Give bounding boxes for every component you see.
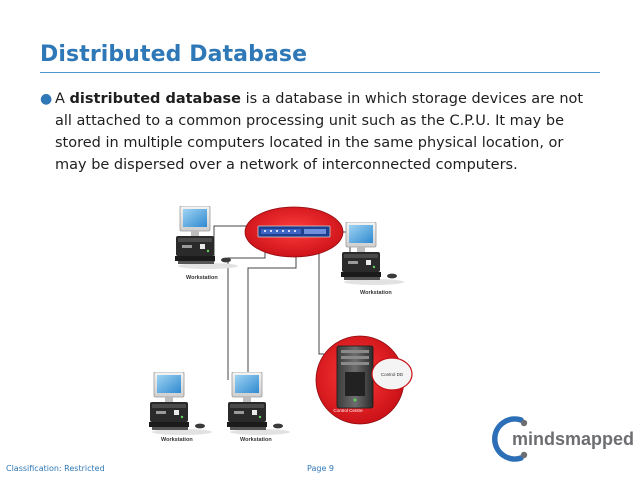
computer-icon — [174, 206, 239, 270]
central-server: Control DD Control Centre — [315, 335, 413, 425]
logo-dot-icon — [520, 451, 528, 459]
workstation-top-left: Workstation — [174, 206, 239, 281]
bullet-item: ● A distributed database is a database i… — [40, 88, 596, 176]
computer-icon — [226, 372, 291, 436]
bullet-bold-term: distributed database — [69, 91, 241, 107]
workstation-label: Workstation — [360, 290, 392, 296]
footer-classification: Classification: Restricted — [6, 464, 105, 473]
title-divider — [40, 72, 600, 73]
computer-icon — [148, 372, 213, 436]
workstation-bottom-middle: Workstation — [226, 372, 291, 443]
logo-text: mindsmapped — [512, 429, 634, 449]
server-label: Control DD — [381, 372, 404, 377]
slide-title: Distributed Database — [40, 42, 308, 67]
bullet-rest: is a database in which storage devices a… — [55, 91, 584, 173]
logo-arc-icon — [492, 416, 524, 462]
workstation-label: Workstation — [186, 275, 218, 281]
network-hub — [244, 206, 344, 258]
workstation-bottom-left: Workstation — [148, 372, 213, 443]
mindsmapped-logo: mindsmapped — [492, 416, 634, 462]
server-sublabel: Control Centre — [333, 408, 363, 413]
computer-icon — [340, 222, 405, 286]
logo-dot-icon — [520, 419, 528, 427]
workstation-label: Workstation — [240, 437, 272, 443]
bullet-prefix: A — [55, 91, 70, 107]
workstation-right: Workstation — [340, 222, 405, 296]
workstation-label: Workstation — [161, 437, 193, 443]
footer-page-number: Page 9 — [307, 464, 334, 473]
bullet-icon: ● — [40, 91, 53, 107]
bullet-text: A distributed database is a database in … — [55, 88, 596, 176]
